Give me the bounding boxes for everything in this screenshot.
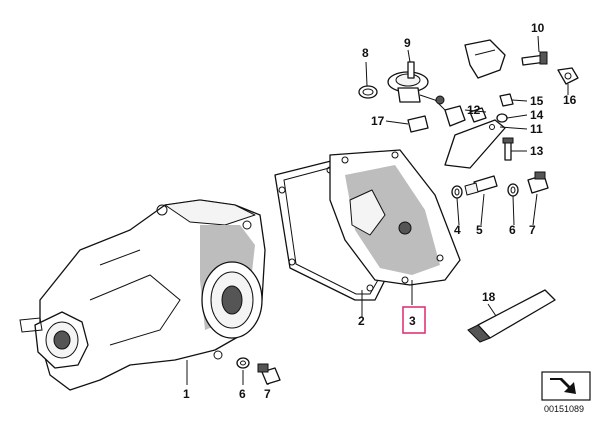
callout-7-lower: 7 [264,387,271,401]
callout-8: 8 [362,46,369,60]
housing-cover [329,149,461,286]
callout-17: 17 [371,114,385,128]
clip-17 [407,115,429,133]
bracket-11 [444,119,506,169]
callout-10: 10 [531,21,545,35]
bolt-10 [521,51,548,66]
sealing-ring-6-lower [236,357,250,369]
plug-7 [527,171,549,194]
bracket-clip [464,39,506,79]
callout-2: 2 [358,314,365,328]
callout-4: 4 [454,223,461,237]
callout-5: 5 [476,223,483,237]
callout-15: 15 [530,94,544,108]
callout-3: 3 [409,314,416,328]
reference-number: 00151089 [544,404,584,414]
sensor-9 [387,61,446,111]
leader-lines [186,35,569,385]
bolt-13 [502,137,514,161]
callout-6: 6 [509,223,516,237]
plug-5 [464,175,498,196]
callout-16: 16 [563,93,577,107]
o-ring-8 [358,85,378,99]
highlight-box-3 [402,306,426,334]
washer-14 [496,113,508,123]
sealing-ring-6 [507,183,519,197]
callout-9: 9 [404,36,411,50]
sealing-ring-4 [451,185,463,199]
callout-6-lower: 6 [239,387,246,401]
sealant-tube-18 [467,289,556,343]
clamp-16 [557,67,579,85]
callout-14: 14 [530,108,544,122]
callout-18: 18 [482,290,496,304]
plug-7-lower [257,363,281,385]
callout-labels: 1 2 3 4 5 6 7 6 7 8 9 10 11 12 13 14 15 … [183,21,577,401]
arrow-down-right-icon[interactable] [541,371,591,401]
callout-7: 7 [529,223,536,237]
differential-housing [19,199,266,391]
nut-15 [499,93,514,107]
callout-1: 1 [183,387,190,401]
callout-11: 11 [530,122,543,136]
callout-13: 13 [530,144,544,158]
callout-12: 12 [467,103,481,117]
